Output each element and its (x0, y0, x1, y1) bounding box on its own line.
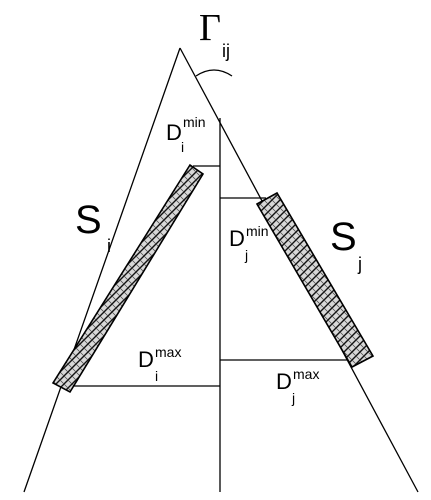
d-j-min-subscript-label: j (244, 247, 248, 263)
s-j-symbol-label: S (330, 215, 357, 259)
d-j-max-subscript-label: j (291, 390, 295, 406)
d-i-min-superscript-label: min (183, 114, 206, 130)
d-i-max-superscript-label: max (155, 344, 181, 360)
d-i-min-subscript-label: i (181, 139, 184, 155)
gamma-subscript-label: ij (222, 41, 230, 61)
s-i-subscript-label: i (107, 236, 111, 256)
s-j-subscript-label: j (357, 254, 362, 274)
d-j-min-symbol-label: D (229, 226, 245, 251)
d-j-max-symbol-label: D (276, 369, 292, 394)
sensor-s-i-rect (51, 163, 205, 394)
d-i-min-symbol-label: D (166, 120, 182, 145)
gamma-symbol-label: Γ (199, 7, 221, 49)
s-i-symbol-label: S (75, 198, 102, 242)
d-i-max-symbol-label: D (138, 347, 154, 372)
left-ray-line (23, 47, 181, 493)
d-j-min-superscript-label: min (246, 223, 269, 239)
d-j-max-superscript-label: max (293, 366, 319, 382)
d-i-max-subscript-label: i (155, 368, 158, 384)
sensor-s-j-rect (255, 191, 375, 369)
gamma-angle-arc (195, 69, 233, 77)
